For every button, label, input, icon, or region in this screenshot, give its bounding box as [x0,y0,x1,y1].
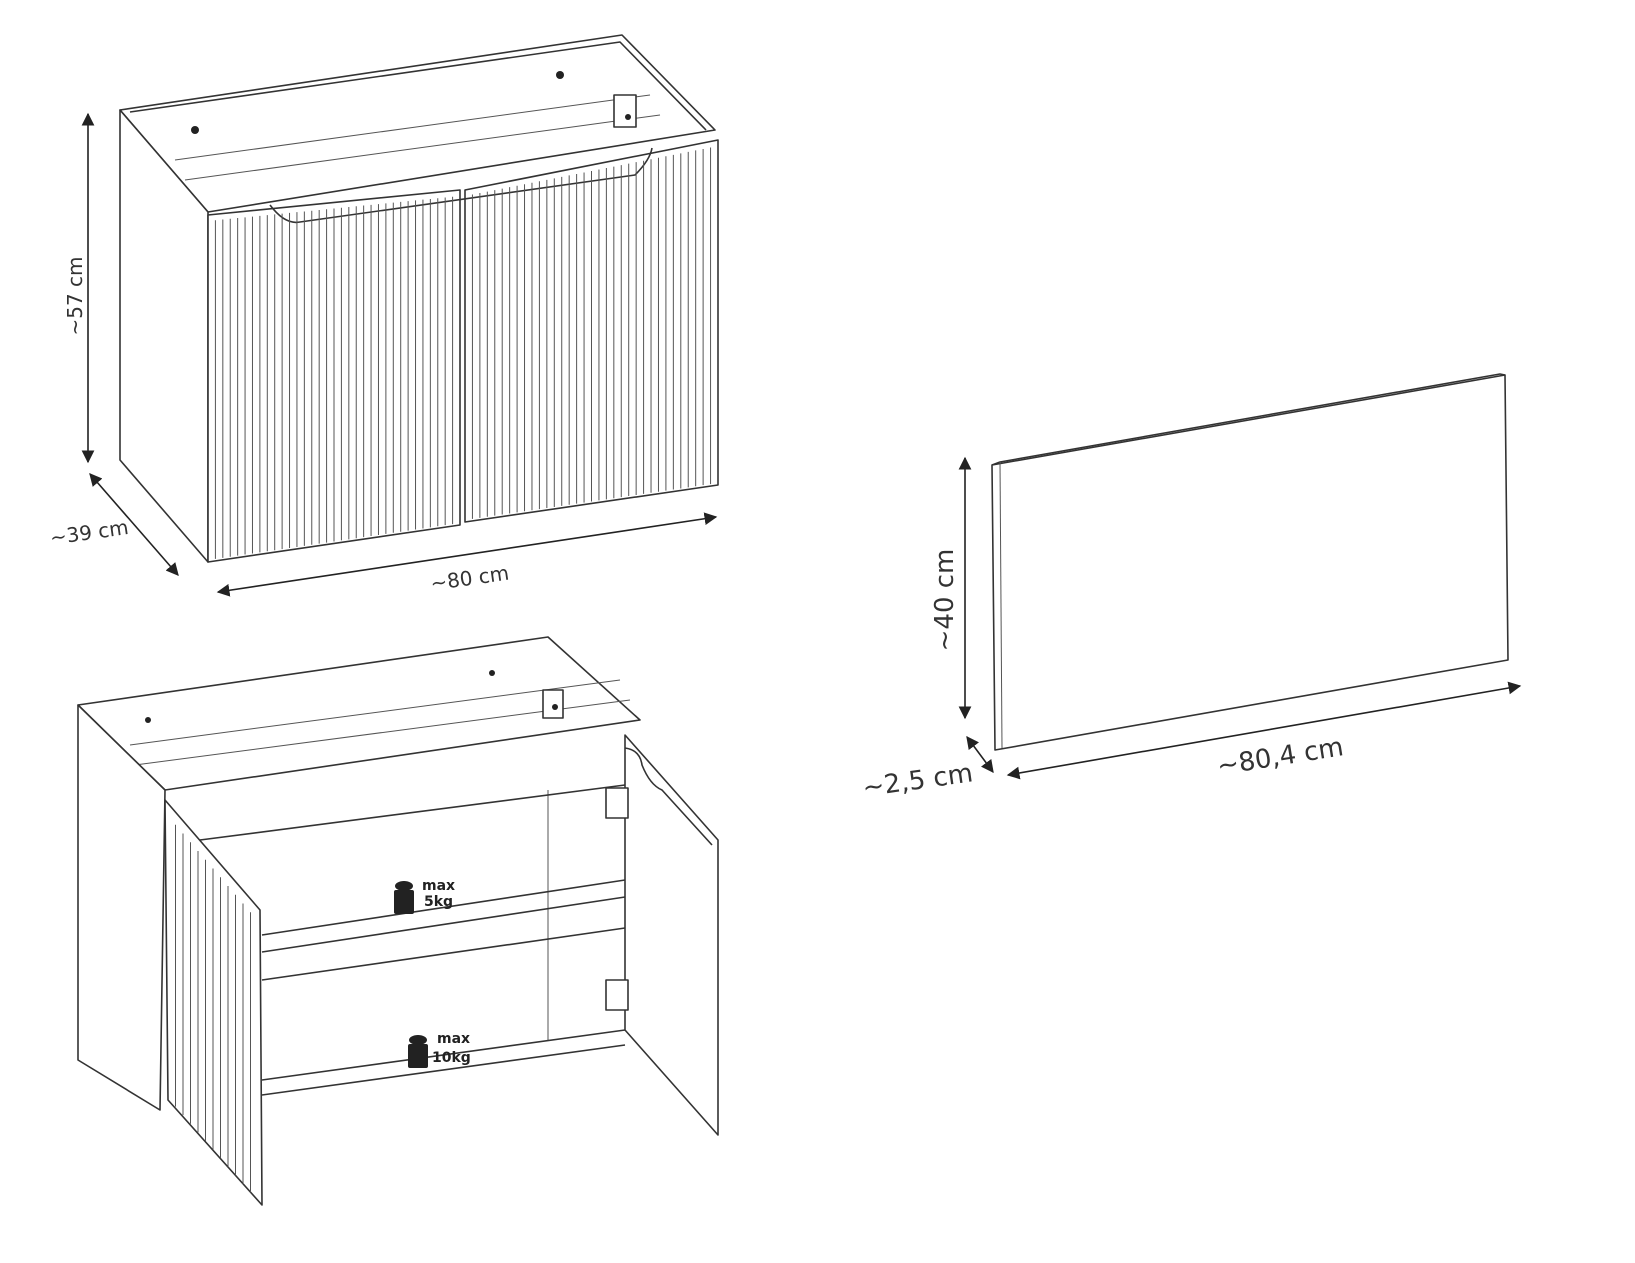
hinge-icon [605,787,629,819]
mirror-width-label: ~80,4 cm [1215,732,1346,782]
door-flutes [175,824,251,1193]
mounting-bracket-icon [613,94,637,128]
svg-text:5kg: 5kg [424,894,453,910]
door-flutes [214,147,712,559]
dimension-depth-mirror: ~2,5 cm [861,735,994,804]
svg-text:max: max [437,1031,470,1047]
upper-shelf-load: max 5kg [394,878,455,914]
mirror-depth-label: ~2,5 cm [861,758,975,803]
cabinet-side-panel [77,704,166,1111]
cabinet-closed [119,34,719,563]
svg-text:10kg: 10kg [432,1050,471,1066]
mirror-panel [991,373,1509,751]
lower-shelf-load: max 10kg [408,1031,471,1068]
hinge-icon [605,979,629,1011]
weight-icon [394,881,414,914]
height-label: ~57 cm [63,256,87,335]
mirror-height-label: ~40 cm [930,549,960,652]
weight-icon [408,1035,428,1068]
dimension-height-mirror: ~40 cm [930,456,972,720]
dimension-height-closed: ~57 cm [63,112,95,464]
right-door-open [624,734,719,1136]
svg-text:max: max [422,878,455,894]
cabinet-open: max 5kg max 10kg [77,636,719,1206]
depth-label: ~39 cm [48,515,130,550]
mounting-bracket-icon [542,689,564,719]
width-label: ~80 cm [429,561,511,596]
